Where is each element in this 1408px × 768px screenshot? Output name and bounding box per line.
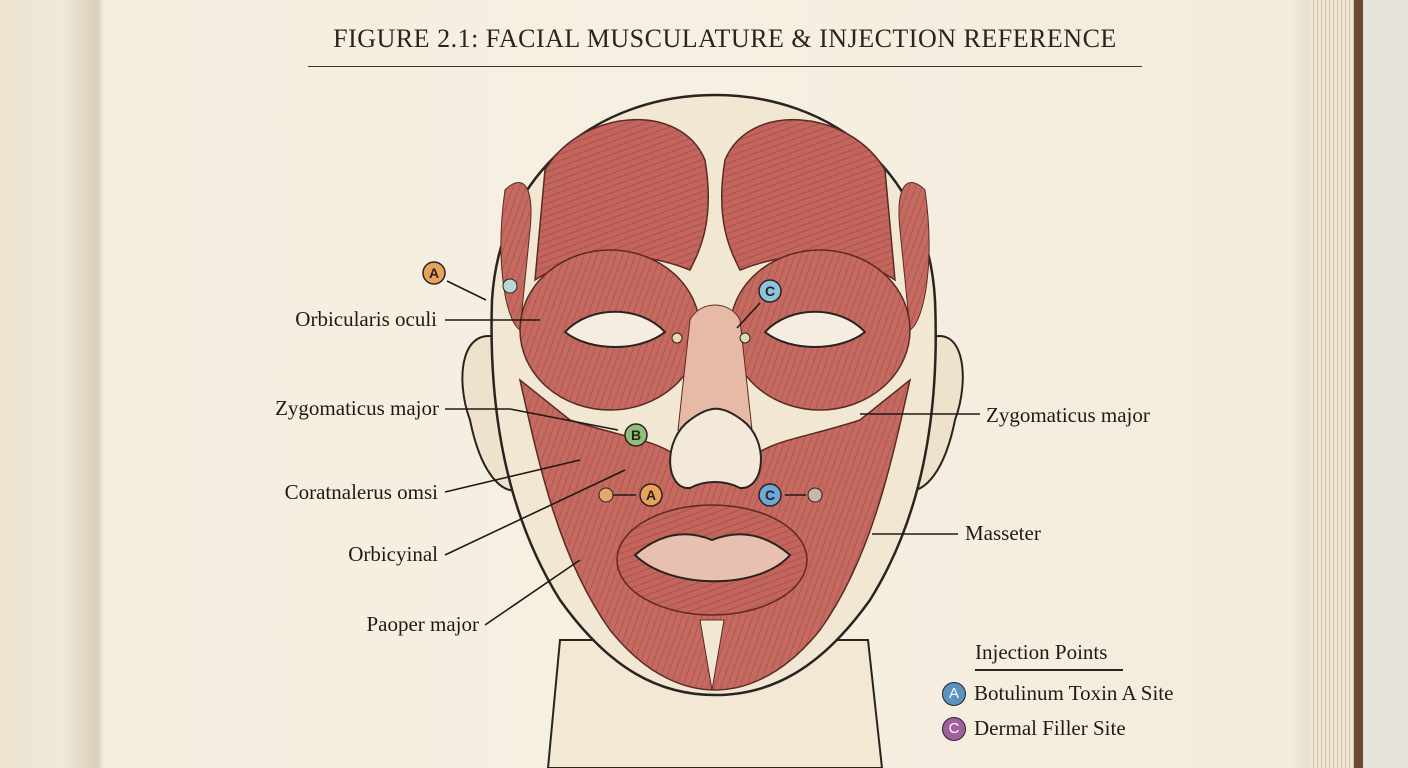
label-coratnalerus-omsi: Coratnalerus omsi: [284, 480, 438, 504]
label-orbicyinal: Orbicyinal: [348, 542, 438, 566]
injection-dot: [671, 332, 683, 344]
figure-title: FIGURE 2.1: FACIAL MUSCULATURE & INJECTI…: [333, 24, 1117, 53]
marker-a-nasolabial: [639, 483, 663, 507]
legend-label: Botulinum Toxin A Site: [974, 681, 1174, 705]
marker-letter: C: [765, 487, 775, 503]
legend-item-botox: A Botulinum Toxin A Site: [942, 681, 1173, 706]
marker-letter: A: [646, 487, 656, 503]
marker-letter: C: [765, 283, 775, 299]
marker-a-temple: [422, 261, 446, 285]
marker-c-nasolabial: [758, 483, 782, 507]
left-eye: [563, 310, 667, 348]
label-masseter: Masseter: [965, 521, 1041, 545]
legend-item-filler: C Dermal Filler Site: [942, 716, 1126, 741]
injection-dot: [807, 487, 823, 503]
label-paoper-major: Paoper major: [366, 612, 479, 636]
nose: [669, 407, 762, 490]
legend-marker-c: C: [942, 716, 966, 741]
marker-letter: B: [631, 427, 641, 443]
lips: [633, 533, 792, 583]
title-underline: [308, 66, 1142, 67]
marker-letter: A: [429, 265, 439, 281]
book-cover-edge: [1354, 0, 1363, 768]
injection-dot: [739, 332, 751, 344]
nasal-bridge: [677, 304, 753, 431]
page-stack-edge: [1310, 0, 1356, 768]
label-zygomaticus-major-left: Zygomaticus major: [275, 396, 439, 420]
right-eye: [763, 310, 867, 348]
background: [1363, 0, 1408, 768]
legend-underline: [975, 669, 1123, 671]
legend-marker-a: A: [942, 681, 966, 706]
label-zygomaticus-major-right: Zygomaticus major: [986, 403, 1150, 427]
legend-label: Dermal Filler Site: [974, 716, 1126, 740]
legend-title: Injection Points: [975, 640, 1108, 664]
injection-dot: [502, 278, 518, 294]
marker-c-glabella: [758, 279, 782, 303]
label-orbicularis-oculi: Orbicularis oculi: [295, 307, 437, 331]
injection-dot: [598, 487, 614, 503]
leader-lines: [444, 280, 980, 626]
marker-b-cheek: [624, 423, 648, 447]
